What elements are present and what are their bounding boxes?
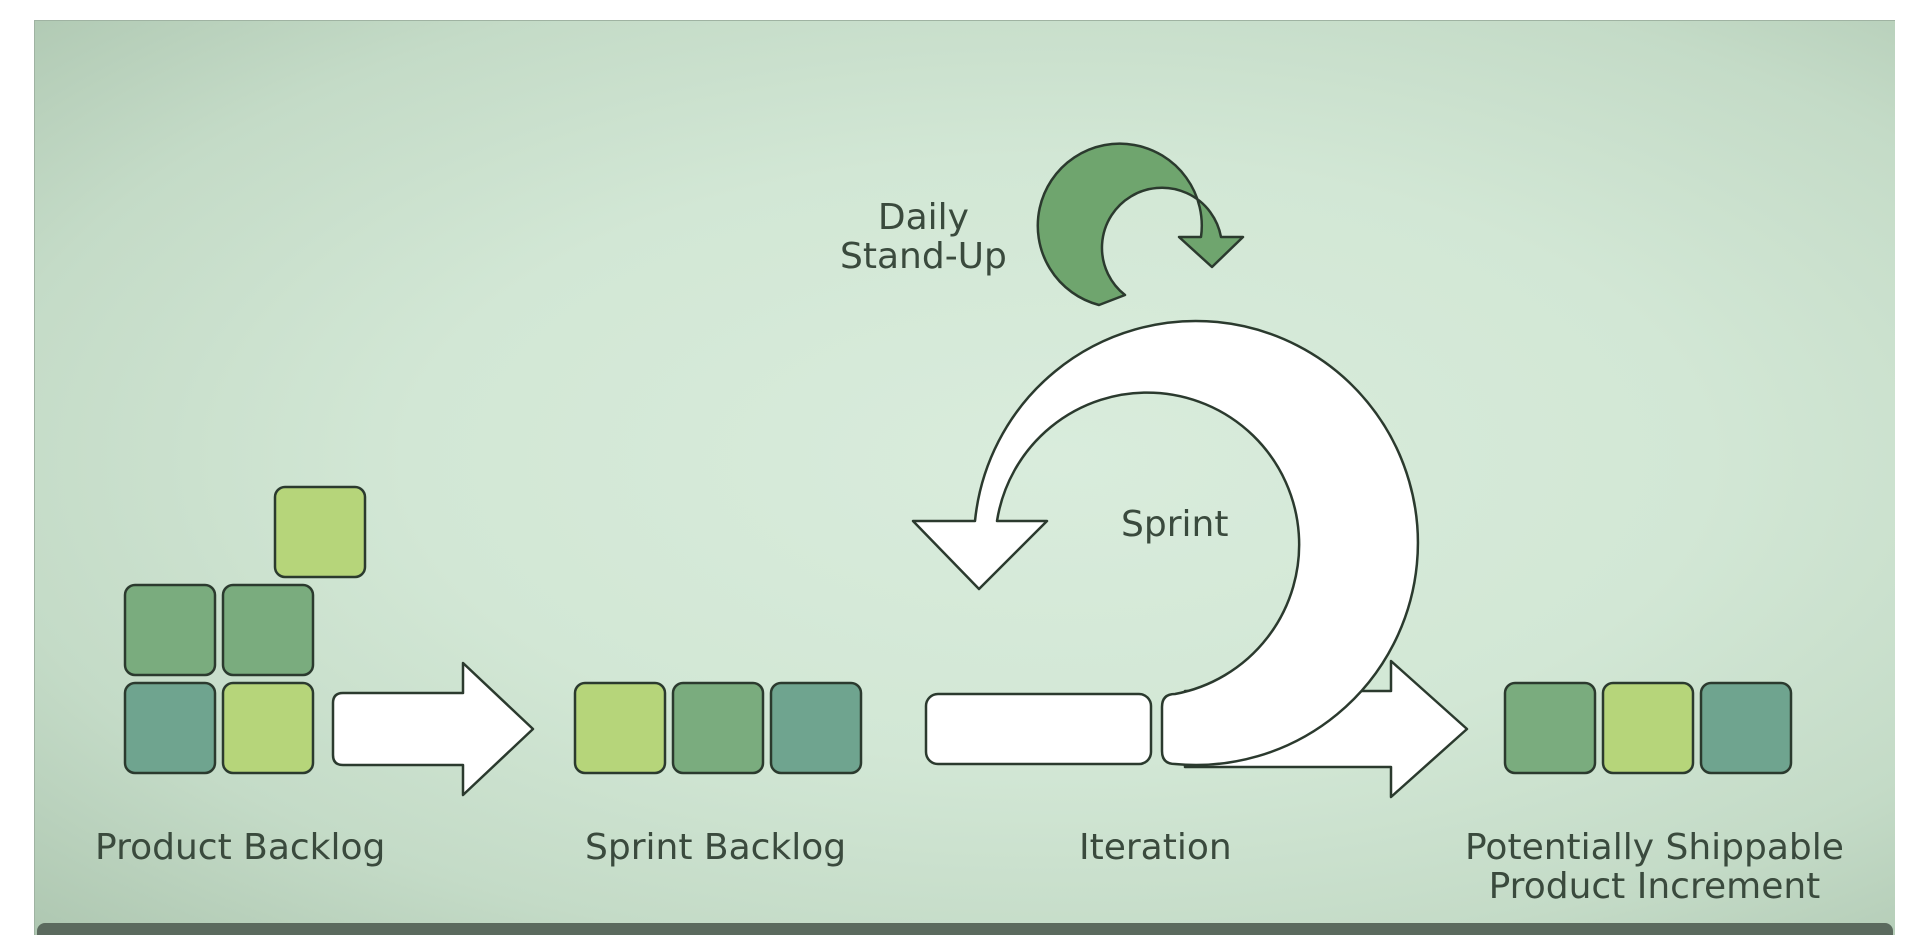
daily-standup-arrow [1036, 142, 1245, 307]
arrow-to-sprint-backlog [331, 661, 535, 797]
product-backlog-block-5 [221, 681, 315, 775]
product-backlog-block-4 [123, 681, 217, 775]
daily-standup-line1: Daily [877, 197, 969, 238]
iteration-bar [924, 692, 1153, 766]
iteration-label: Iteration [1079, 827, 1232, 868]
slide: Daily Stand-Up Sprint Product Backlog Sp… [34, 20, 1895, 935]
increment-block-3 [1699, 681, 1793, 775]
sprint-label: Sprint [1121, 504, 1229, 545]
player-control-bar [37, 923, 1893, 935]
increment-block-2 [1601, 681, 1695, 775]
sprint-backlog-label: Sprint Backlog [585, 827, 847, 868]
product-backlog-block-1 [273, 485, 367, 579]
increment-block-1 [1503, 681, 1597, 775]
increment-label: Potentially Shippable Product Increment [1465, 827, 1844, 907]
sprint-backlog-block-2 [671, 681, 765, 775]
product-backlog-block-3 [221, 583, 315, 677]
increment-line1: Potentially Shippable [1465, 827, 1844, 868]
daily-standup-label: Daily Stand-Up [840, 197, 1007, 277]
sprint-loop-arrow [911, 319, 1420, 767]
product-backlog-label: Product Backlog [95, 827, 386, 868]
daily-standup-line2: Stand-Up [840, 235, 1007, 277]
sprint-backlog-block-3 [769, 681, 863, 775]
product-backlog-block-2 [123, 583, 217, 677]
scrum-diagram [123, 142, 1793, 799]
increment-line2: Product Increment [1488, 865, 1821, 907]
sprint-backlog-block-1 [573, 681, 667, 775]
